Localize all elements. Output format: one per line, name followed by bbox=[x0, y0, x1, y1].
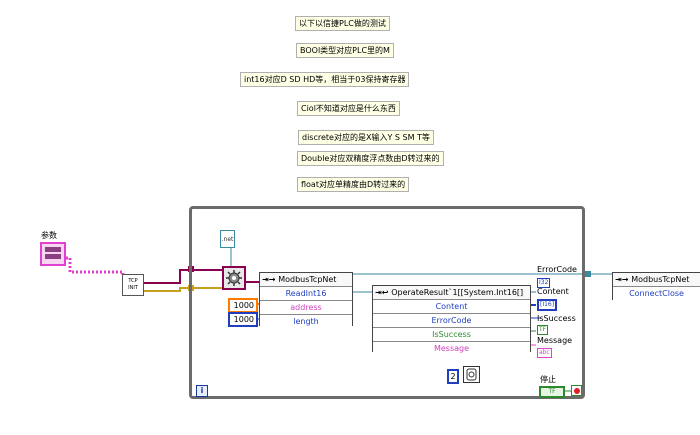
stop-terminal-icon bbox=[571, 385, 582, 396]
message-property[interactable]: Message bbox=[373, 342, 530, 355]
tcp-init-subvi[interactable]: TCP INIT bbox=[122, 274, 144, 296]
content-label: Content bbox=[537, 287, 569, 296]
content-indicator: [I16] bbox=[537, 299, 558, 311]
while-loop[interactable] bbox=[189, 206, 585, 399]
message-label: Message bbox=[537, 336, 573, 345]
issuccess-label: IsSuccess bbox=[537, 314, 576, 323]
dotnet-icon: .net bbox=[220, 230, 235, 248]
address-input[interactable]: address bbox=[260, 301, 352, 315]
note-discrete: discrete对应的是X输入Y S SM T等 bbox=[298, 130, 434, 145]
note-float: float对应单精度由D转过来的 bbox=[297, 177, 410, 192]
issuccess-property[interactable]: IsSuccess bbox=[373, 328, 530, 342]
wait-constant[interactable]: 2 bbox=[447, 369, 459, 384]
errorcode-label: ErrorCode bbox=[537, 265, 577, 274]
tcp-init-text: TCP INIT bbox=[128, 278, 138, 291]
constructor-node-icon[interactable] bbox=[222, 266, 246, 290]
connectclose-method[interactable]: ConnectClose bbox=[613, 287, 700, 300]
stop-label: 停止 bbox=[540, 375, 556, 384]
length-constant[interactable]: 1000 bbox=[228, 312, 258, 327]
param-wire bbox=[66, 256, 125, 276]
message-indicator: abc bbox=[537, 348, 552, 358]
length-input[interactable]: length bbox=[260, 315, 352, 328]
address-constant[interactable]: 1000 bbox=[228, 298, 258, 313]
note-plc-test: 以下以信捷PLC做的测试 bbox=[295, 16, 390, 31]
errorcode-indicator: I32 bbox=[537, 278, 551, 288]
param-label: 参数 bbox=[41, 231, 57, 240]
error-wire bbox=[142, 287, 224, 292]
readint16-method[interactable]: ReadInt16 bbox=[260, 287, 352, 301]
note-coil: Ciol不知道对应是什么东西 bbox=[297, 101, 400, 116]
wait-ms-icon[interactable] bbox=[463, 366, 480, 383]
issuccess-indicator: TF bbox=[537, 325, 549, 335]
operate-result-header: ⇥↩ OperateResult`1[[System.Int16[] bbox=[373, 286, 530, 300]
refnum-wire bbox=[142, 269, 224, 284]
note-int16: int16对应D SD HD等，相当于03保持寄存器 bbox=[240, 72, 410, 87]
errorcode-property[interactable]: ErrorCode bbox=[373, 314, 530, 328]
content-property[interactable]: Content bbox=[373, 300, 530, 314]
operate-result-node[interactable]: ⇥↩ OperateResult`1[[System.Int16[] Conte… bbox=[372, 285, 531, 355]
iteration-terminal: i bbox=[196, 385, 208, 397]
param-cluster-icon[interactable] bbox=[40, 242, 66, 266]
note-double: Double对应双精度浮点数由D转过来的 bbox=[297, 151, 444, 166]
note-bool: BOOl类型对应PLC里的M bbox=[296, 43, 394, 58]
modbus-read-node[interactable]: ⇥→ ModbusTcpNet ReadInt16 address length bbox=[259, 272, 353, 328]
modbus-read-header: ⇥→ ModbusTcpNet bbox=[260, 273, 352, 287]
modbus-close-node[interactable]: ⇥→ ModbusTcpNet ConnectClose bbox=[612, 272, 700, 300]
modbus-close-header: ⇥→ ModbusTcpNet bbox=[613, 273, 700, 287]
stop-button[interactable]: TF bbox=[539, 386, 565, 398]
